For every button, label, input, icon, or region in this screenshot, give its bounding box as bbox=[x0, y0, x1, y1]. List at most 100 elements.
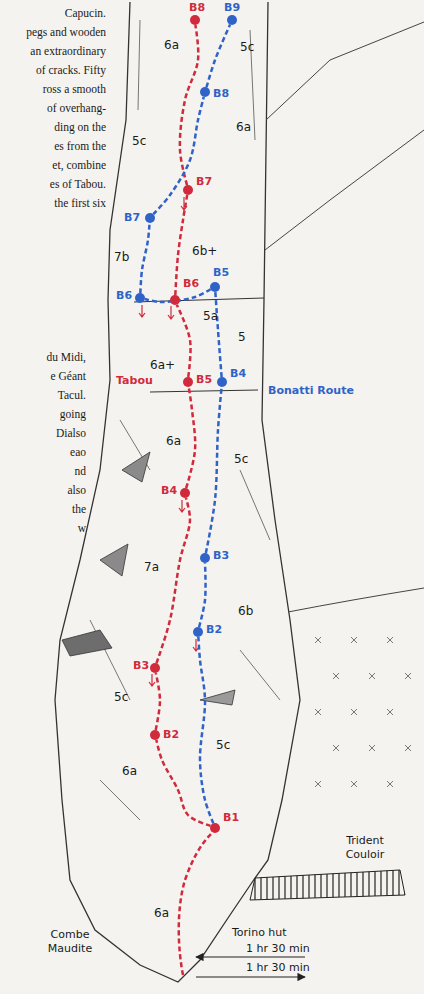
route-name: Tabou bbox=[116, 374, 153, 387]
belay-station: B6 bbox=[135, 293, 145, 303]
crack-line bbox=[90, 20, 280, 820]
approach-arrow bbox=[196, 956, 305, 957]
belay-label: B2 bbox=[206, 624, 222, 636]
belay-station: B2 bbox=[193, 627, 203, 637]
scree-marks bbox=[315, 637, 411, 787]
belay-label: B5 bbox=[196, 374, 212, 386]
book-text: also bbox=[67, 483, 86, 497]
belay-station: B8 bbox=[200, 87, 210, 97]
belay-label: B7 bbox=[124, 212, 140, 224]
route-pitch bbox=[177, 305, 191, 377]
belay-station: B5 bbox=[210, 282, 220, 292]
start-approach bbox=[179, 834, 211, 975]
book-text: es from the bbox=[54, 139, 106, 153]
book-text: w bbox=[78, 521, 86, 535]
roof-overhang bbox=[62, 630, 112, 656]
pitch-grade: 7a bbox=[144, 560, 159, 574]
pitch-grade: 5a bbox=[203, 309, 218, 323]
book-text: of cracks. Fifty bbox=[36, 63, 106, 77]
book-text: pegs and wooden bbox=[26, 25, 106, 39]
belay-station: B4 bbox=[217, 377, 227, 387]
pitch-grade: 5c bbox=[114, 690, 128, 704]
belay-label: B5 bbox=[213, 267, 229, 279]
book-text: of overhang- bbox=[47, 101, 106, 115]
route-pitch bbox=[198, 637, 213, 823]
ridge-line bbox=[265, 130, 424, 250]
belay-label: B4 bbox=[230, 368, 246, 380]
pitch-grade: 6a bbox=[164, 38, 179, 52]
book-text: ross a smooth bbox=[43, 82, 106, 96]
belay-label: B1 bbox=[223, 812, 239, 824]
pitch-grade: 6a bbox=[166, 434, 181, 448]
rappel-markers bbox=[139, 197, 199, 686]
belay-label: B3 bbox=[133, 660, 149, 672]
belay-label: B6 bbox=[116, 290, 132, 302]
place-name: 1 hr 30 min bbox=[246, 942, 310, 955]
belay-label: B3 bbox=[213, 550, 229, 562]
book-text: the first six bbox=[54, 196, 106, 210]
belay-label: B7 bbox=[196, 176, 212, 188]
pitch-grade: 6a+ bbox=[150, 358, 175, 372]
book-text: going bbox=[60, 407, 86, 421]
belay-label: B8 bbox=[189, 2, 205, 14]
snow-band bbox=[250, 870, 405, 900]
ledge-line bbox=[150, 390, 258, 392]
book-text: ding on the bbox=[54, 120, 106, 134]
route-pitch bbox=[215, 292, 221, 377]
belay-label: B2 bbox=[163, 729, 179, 741]
book-text: es of Tabou. bbox=[50, 177, 106, 191]
belay-station: B7 bbox=[145, 213, 155, 223]
place-name: Combe Maudite bbox=[40, 928, 100, 956]
pitch-grade: 6a bbox=[154, 906, 169, 920]
roof-overhang bbox=[122, 452, 150, 482]
place-name: Trident Couloir bbox=[336, 834, 394, 862]
belay-station: B7 bbox=[183, 185, 193, 195]
belay-station: B3 bbox=[150, 663, 160, 673]
place-name: Torino hut bbox=[232, 926, 287, 939]
belay-station: B1 bbox=[210, 823, 220, 833]
book-text: et, combine bbox=[52, 158, 106, 172]
pitch-grade: 5c bbox=[234, 452, 248, 466]
route-pitch bbox=[156, 498, 190, 663]
ridge-line bbox=[288, 588, 424, 612]
belay-label: B8 bbox=[213, 88, 229, 100]
book-text: Capucin. bbox=[65, 6, 106, 20]
pitch-grade: 6b bbox=[238, 604, 253, 618]
book-text: eao bbox=[70, 445, 86, 459]
roof-overhang bbox=[100, 544, 128, 576]
book-text: nd bbox=[75, 464, 87, 478]
belay-station: B5 bbox=[183, 377, 193, 387]
route-pitch bbox=[206, 387, 222, 553]
return-arrow bbox=[196, 976, 305, 977]
pitch-grade: 6a bbox=[236, 120, 251, 134]
book-text: e Géant bbox=[51, 369, 86, 383]
book-text: the bbox=[72, 502, 86, 516]
pitch-grade: 6b+ bbox=[192, 244, 217, 258]
belay-station: B9 bbox=[227, 15, 237, 25]
belay-label: B4 bbox=[161, 485, 177, 497]
pitch-grade: 7b bbox=[114, 250, 129, 264]
book-text: du Midi, bbox=[46, 350, 86, 364]
belay-station: B6 bbox=[170, 295, 180, 305]
route-pitch bbox=[199, 563, 205, 627]
belay-station: B8 bbox=[190, 15, 200, 25]
book-text: Dialso bbox=[56, 426, 86, 440]
place-name: 1 hr 30 min bbox=[246, 961, 310, 974]
pitch-grade: 5c bbox=[216, 738, 230, 752]
route-pitch bbox=[140, 223, 149, 293]
belay-station: B3 bbox=[200, 553, 210, 563]
pitch-grade: 5 bbox=[238, 330, 246, 344]
pitch-grade: 5c bbox=[240, 40, 254, 54]
route-name: Bonatti Route bbox=[268, 384, 354, 397]
route-pitch bbox=[156, 673, 160, 730]
pillar-outline bbox=[55, 2, 300, 982]
belay-label: B6 bbox=[183, 278, 199, 290]
book-text: Tacul. bbox=[58, 388, 86, 402]
route-pitch bbox=[186, 387, 195, 488]
belay-station: B4 bbox=[180, 488, 190, 498]
pitch-grade: 6a bbox=[122, 764, 137, 778]
book-text: an extraordinary bbox=[30, 44, 106, 58]
ridge-line bbox=[266, 22, 424, 120]
route-pitch bbox=[206, 25, 230, 88]
